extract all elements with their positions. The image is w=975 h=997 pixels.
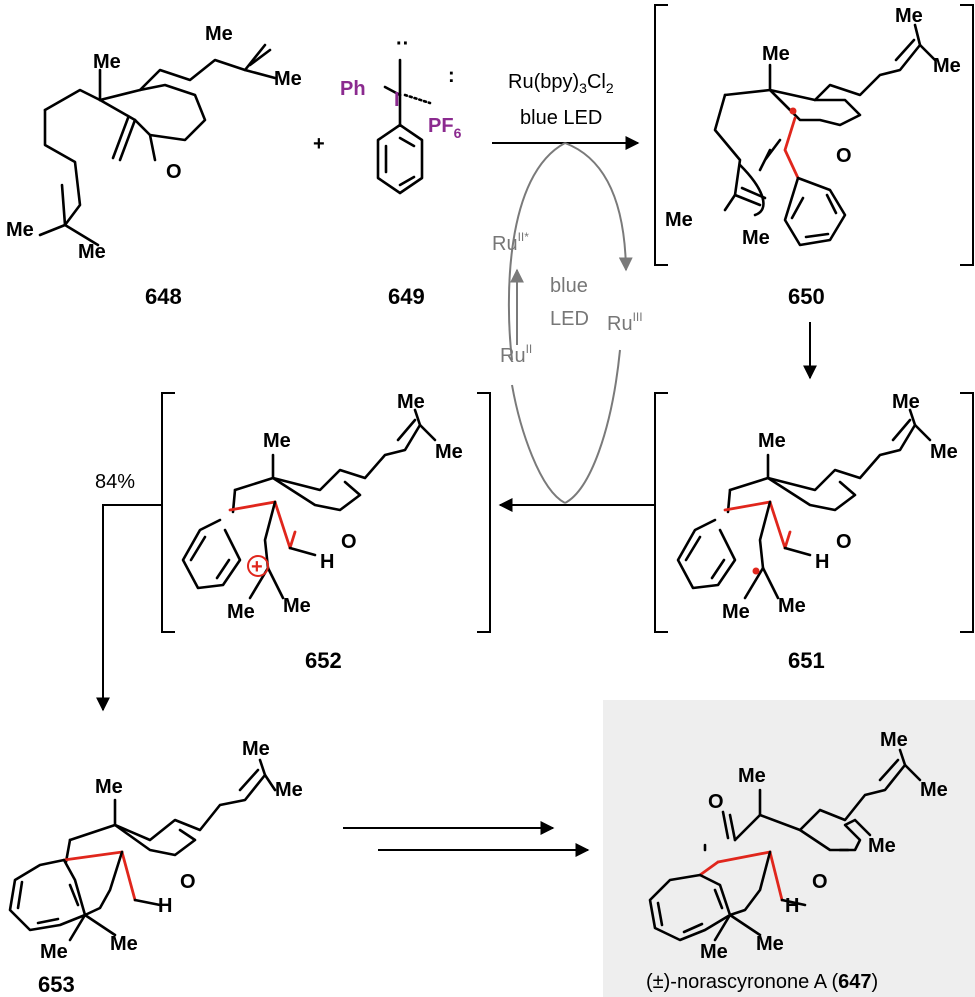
oxygen-label: O bbox=[166, 161, 182, 183]
compound-label-648: 648 bbox=[145, 284, 182, 309]
methyl-label: Me bbox=[933, 55, 961, 77]
ruthenium-iii-label: RuIII bbox=[607, 310, 643, 335]
reaction-arrow bbox=[96, 504, 162, 712]
compound-653-structure bbox=[8, 758, 277, 942]
oxygen-label: O bbox=[812, 871, 828, 893]
methyl-label: Me bbox=[40, 941, 68, 963]
phenyl-label: Ph bbox=[340, 78, 366, 100]
methyl-label: Me bbox=[742, 227, 770, 249]
lone-pair-dots: ·· bbox=[396, 33, 409, 55]
oxygen-label: O bbox=[180, 871, 196, 893]
methyl-label: Me bbox=[275, 779, 303, 801]
methyl-label: Me bbox=[778, 595, 806, 617]
light-label: blue LED bbox=[520, 107, 602, 129]
methyl-label: Me bbox=[868, 835, 896, 857]
lone-pair-dots: : bbox=[448, 65, 455, 87]
compound-label-651: 651 bbox=[788, 648, 825, 673]
compound-648-structure bbox=[38, 43, 277, 247]
blue-label: blue bbox=[550, 275, 588, 297]
yield-label: 84% bbox=[95, 471, 135, 493]
methyl-label: Me bbox=[895, 5, 923, 27]
cation-circle bbox=[247, 555, 269, 577]
methyl-label: Me bbox=[920, 779, 948, 801]
hydrogen-label: H bbox=[158, 895, 172, 917]
methyl-label: Me bbox=[205, 23, 233, 45]
compound-652-structure bbox=[161, 392, 491, 633]
methyl-label: Me bbox=[6, 219, 34, 241]
ruthenium-ii-label: RuII bbox=[500, 342, 532, 367]
led-label: LED bbox=[550, 308, 589, 330]
methyl-label: Me bbox=[722, 601, 750, 623]
compound-label-650: 650 bbox=[788, 284, 825, 309]
methyl-label: Me bbox=[435, 441, 463, 463]
methyl-label: Me bbox=[756, 933, 784, 955]
methyl-label: Me bbox=[738, 765, 766, 787]
iodine-label: I bbox=[394, 89, 400, 111]
hexafluorophosphate-label: PF6 bbox=[428, 115, 462, 141]
compound-label-647: (±)-norascyronone A (647) bbox=[646, 971, 878, 993]
oxygen-label: O bbox=[836, 145, 852, 167]
methyl-label: Me bbox=[700, 941, 728, 963]
product-highlight-box bbox=[603, 700, 975, 997]
hydrogen-label: H bbox=[815, 551, 829, 573]
compound-651-structure bbox=[654, 392, 974, 633]
radical-dot bbox=[752, 567, 760, 575]
compound-label-649: 649 bbox=[388, 284, 425, 309]
methyl-label: Me bbox=[880, 729, 908, 751]
methyl-label: Me bbox=[665, 209, 693, 231]
methyl-label: Me bbox=[110, 933, 138, 955]
hydrogen-label: H bbox=[320, 551, 334, 573]
methyl-label: Me bbox=[762, 43, 790, 65]
methyl-label: Me bbox=[78, 241, 106, 263]
methyl-label: Me bbox=[283, 595, 311, 617]
methyl-label: Me bbox=[242, 738, 270, 760]
methyl-label: Me bbox=[758, 430, 786, 452]
methyl-label: Me bbox=[930, 441, 958, 463]
photoredox-cycle bbox=[507, 142, 633, 504]
methyl-label: Me bbox=[95, 776, 123, 798]
compound-647-structure bbox=[648, 748, 922, 942]
compound-label-653: 653 bbox=[38, 972, 75, 997]
compound-label-652: 652 bbox=[305, 648, 342, 673]
oxygen-label: O bbox=[341, 531, 357, 553]
oxygen-label: O bbox=[836, 531, 852, 553]
compound-649-structure bbox=[376, 58, 432, 195]
oxygen-label: O bbox=[708, 791, 724, 813]
ruthenium-excited-label: RuII* bbox=[492, 230, 529, 255]
cation-charge: + bbox=[251, 556, 263, 578]
methyl-label: Me bbox=[263, 430, 291, 452]
methyl-label: Me bbox=[227, 601, 255, 623]
methyl-label: Me bbox=[892, 391, 920, 413]
methyl-label: Me bbox=[274, 68, 302, 90]
plus-sign: + bbox=[313, 133, 325, 155]
hydrogen-label: H bbox=[785, 895, 799, 917]
compound-650-structure bbox=[654, 4, 974, 266]
methyl-label: Me bbox=[397, 391, 425, 413]
reagent-label: Ru(bpy)3Cl2 bbox=[508, 71, 614, 96]
radical-dot bbox=[789, 107, 797, 115]
methyl-label: Me bbox=[93, 51, 121, 73]
